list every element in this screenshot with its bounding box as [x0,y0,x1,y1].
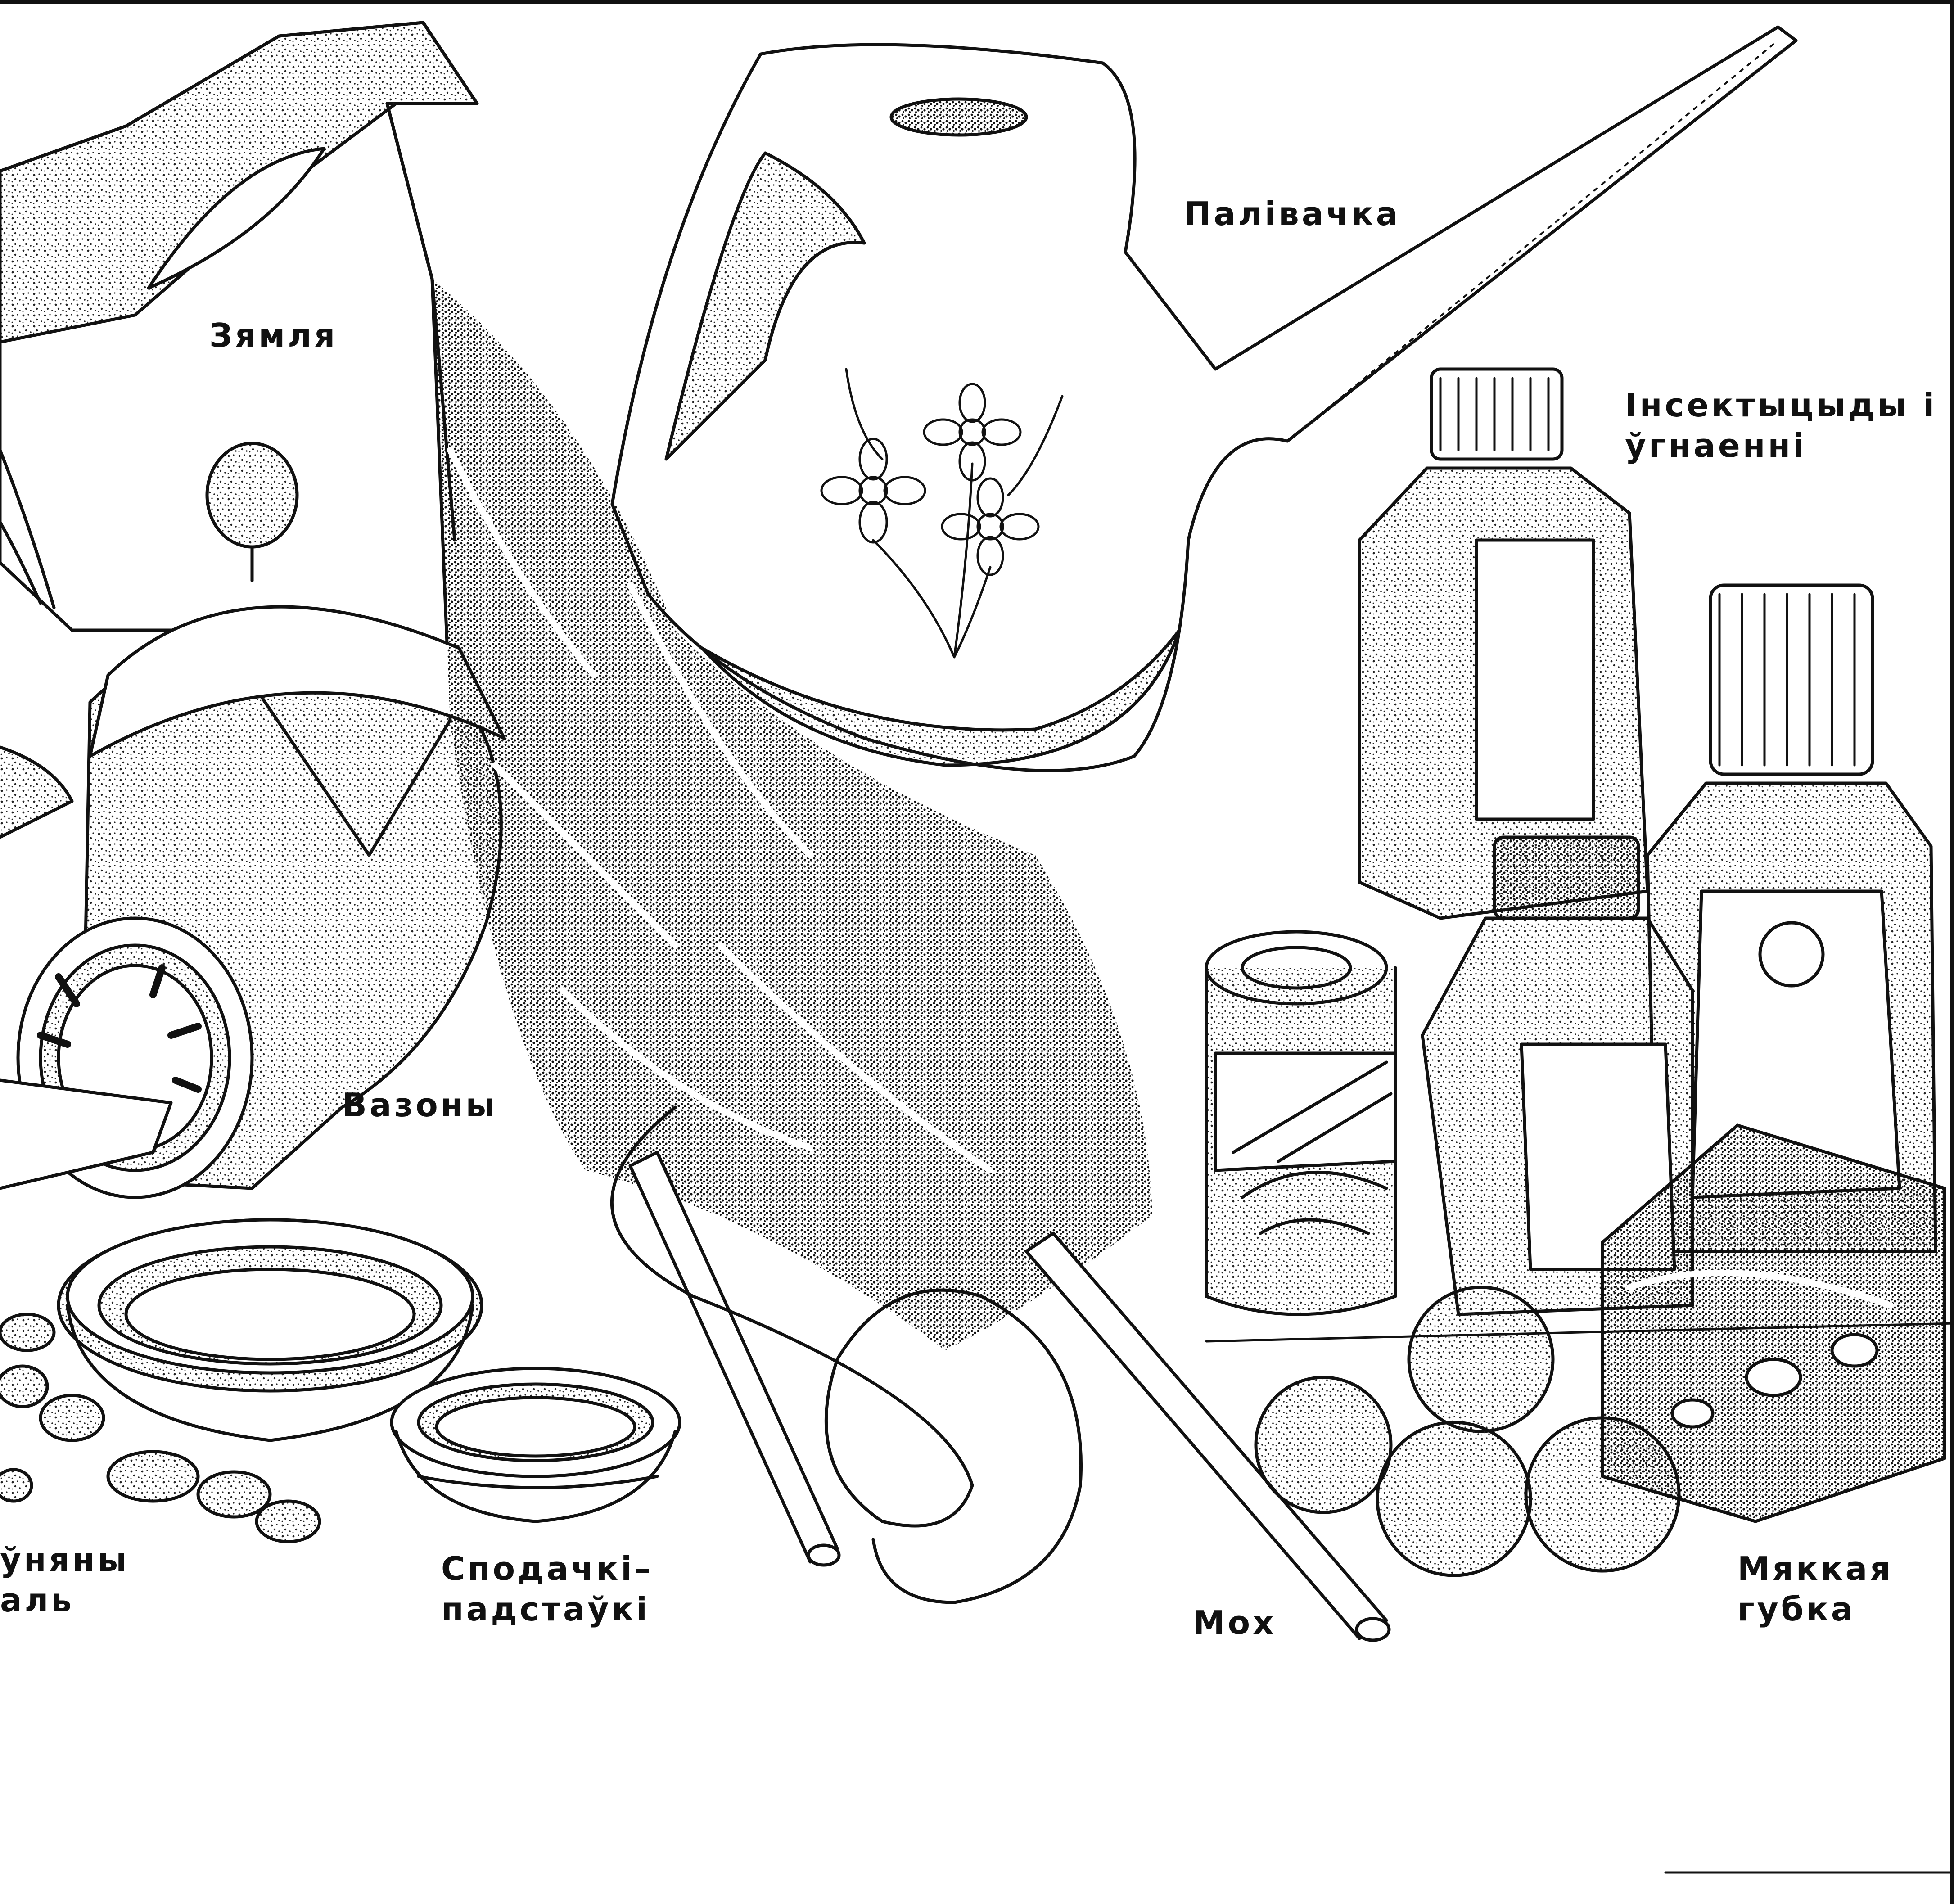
label-moss: Мох [1193,1602,1277,1643]
tin-can-illustration [1206,932,1395,1314]
label-insecticides: Інсектыцыды і ўгнаенні [1625,385,1937,466]
label-pots: Вазоны [342,1085,498,1125]
label-watering-can: Палівачка [1184,194,1400,234]
label-sponge: Мяккая губка [1737,1548,1893,1629]
label-soil: Зямля [209,315,338,356]
label-saucers: Сподачкі– падстаўкі [441,1548,654,1629]
label-pebbles: ўняны аль [0,1539,130,1620]
